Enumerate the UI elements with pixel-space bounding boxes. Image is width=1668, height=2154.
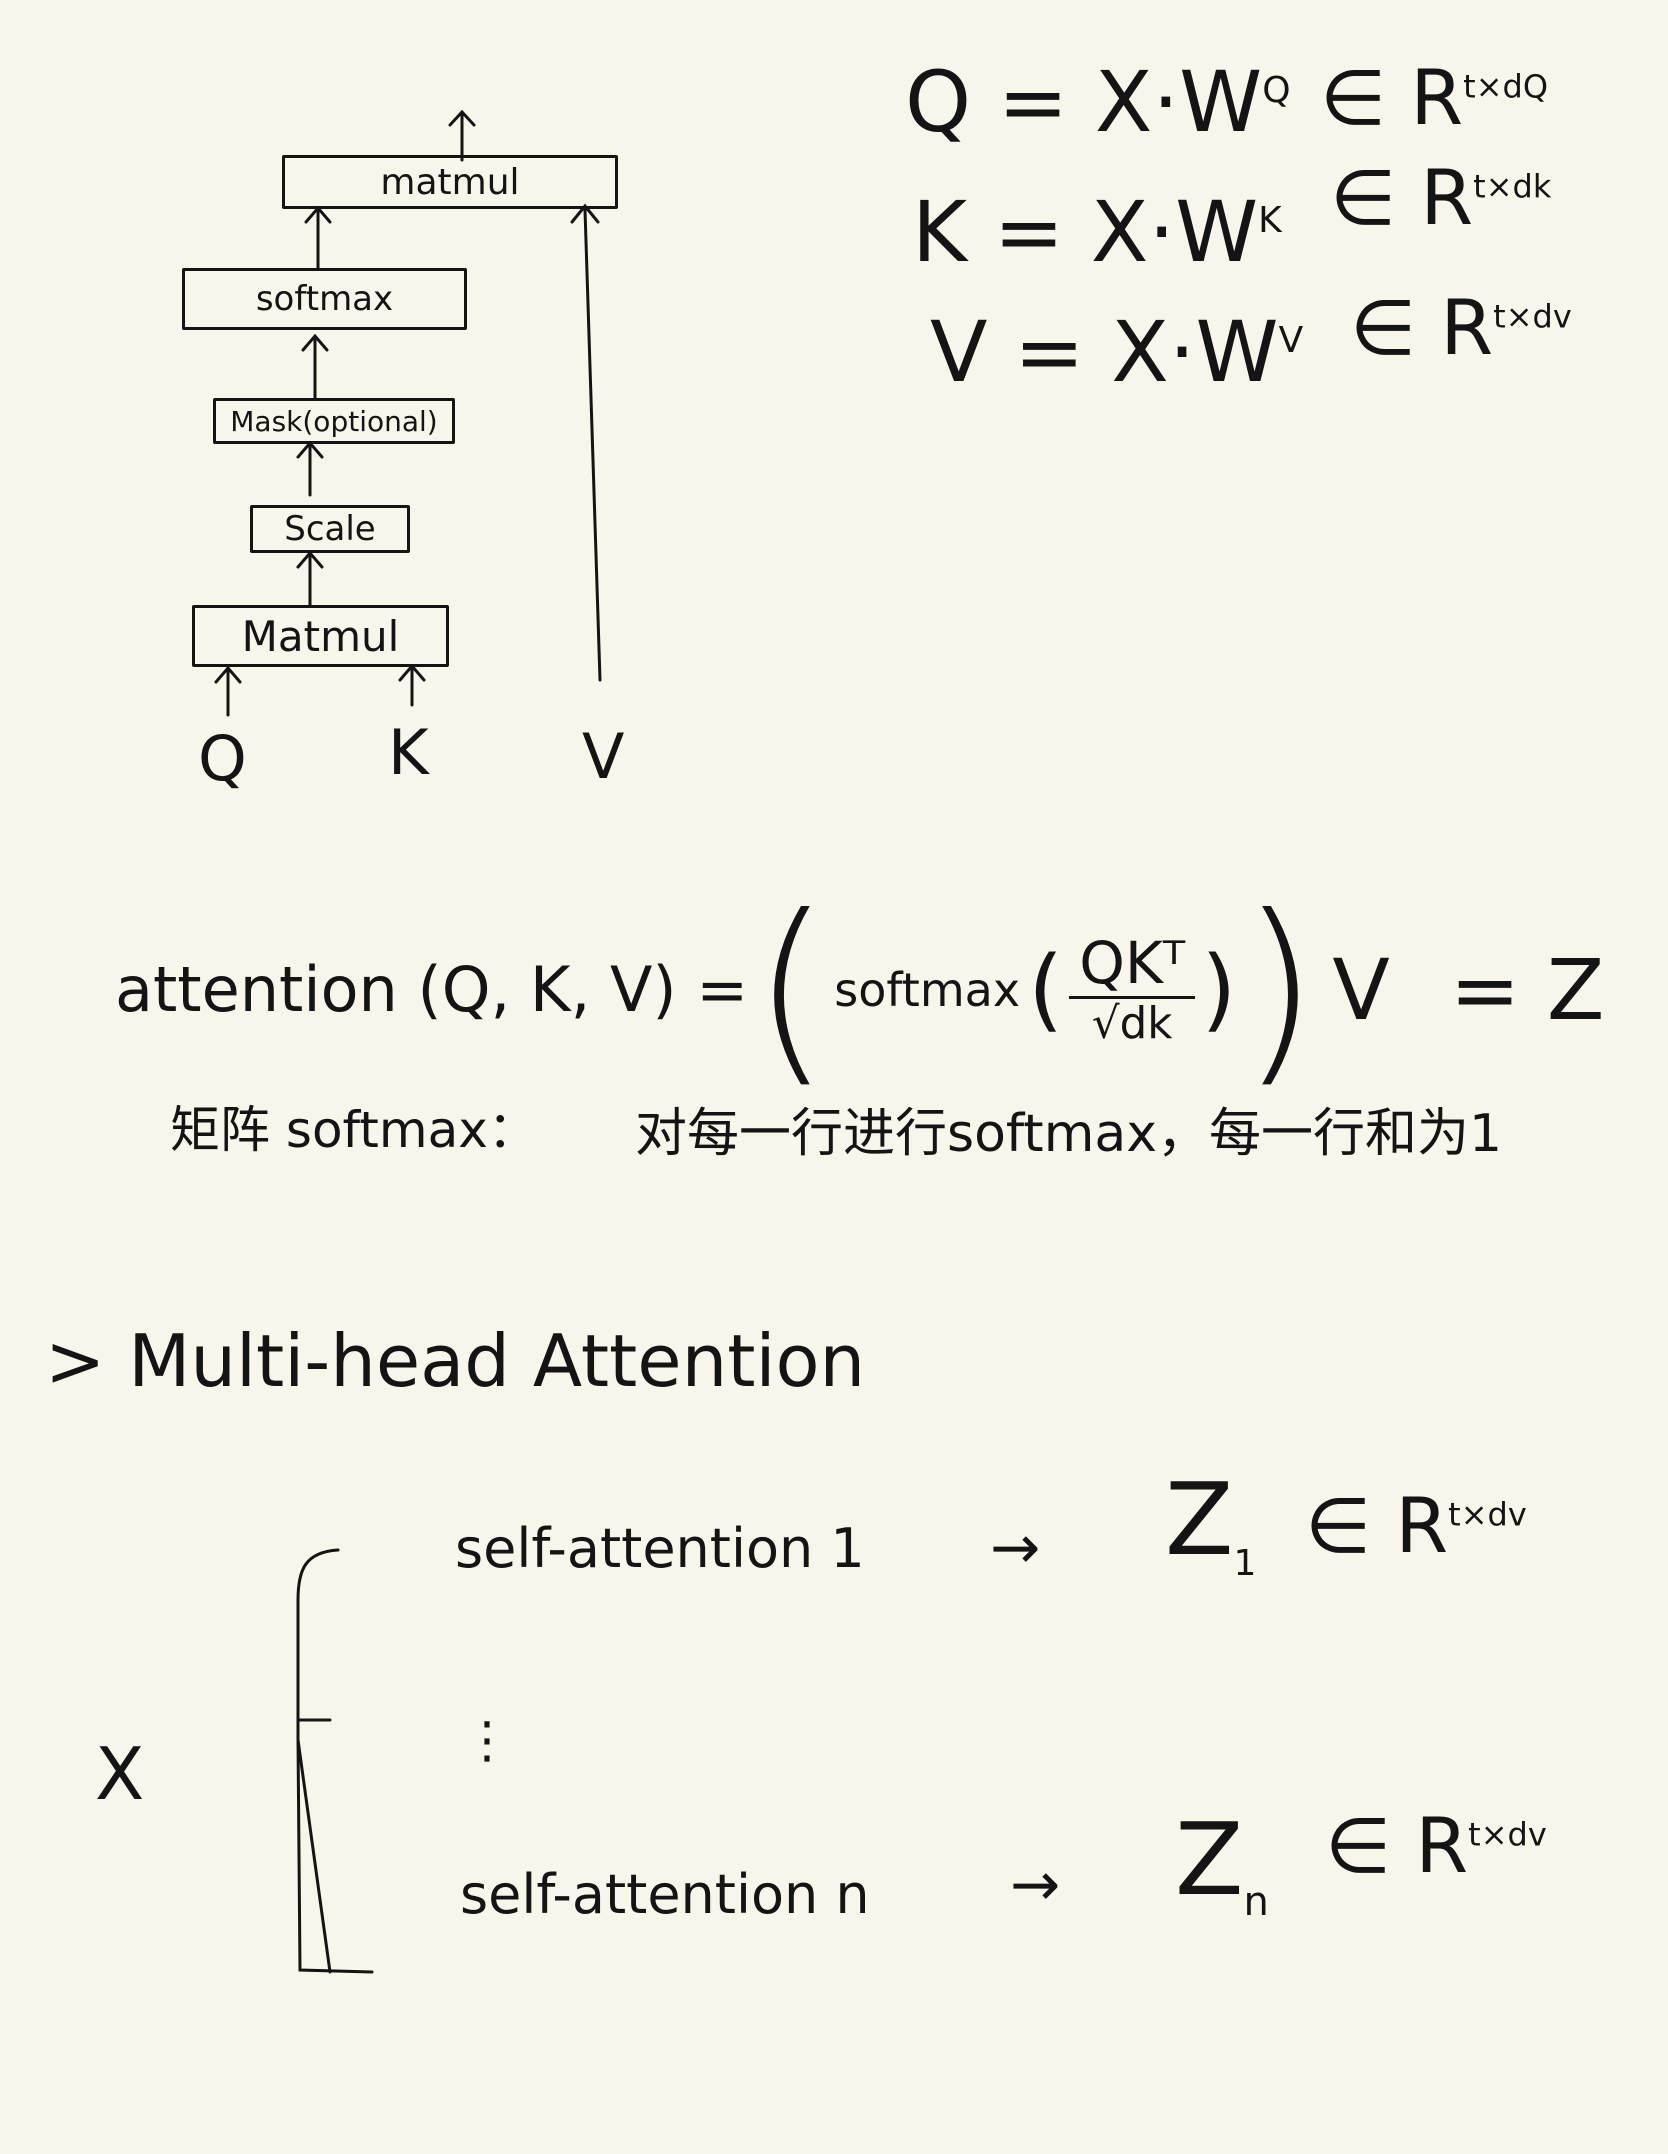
head1-dim: t×dv <box>1448 1495 1527 1534</box>
attention-softmax: softmax <box>834 963 1021 1017</box>
headn-label: self-attention n <box>460 1863 870 1926</box>
headn-output: Zn <box>1175 1810 1269 1923</box>
equation-k: K = X·WK <box>912 190 1282 274</box>
mask-box-label: Mask(optional) <box>230 404 438 438</box>
headn-dim: t×dv <box>1468 1815 1547 1854</box>
headn-space: ∈ Rt×dv <box>1325 1808 1547 1884</box>
equation-k-lhs: K = X·W <box>912 183 1259 281</box>
equation-q-space: ∈ Rt×dQ <box>1320 60 1548 136</box>
attention-v: V <box>1332 941 1390 1039</box>
equation-k-sup: K <box>1258 200 1282 241</box>
equation-v-sup: V <box>1278 320 1304 361</box>
matmul-bottom-label: Matmul <box>241 611 400 661</box>
scale-box-label: Scale <box>284 509 376 549</box>
attention-equals-z: = Z <box>1449 941 1605 1039</box>
equation-v-in: ∈ R <box>1350 283 1494 372</box>
matmul-bottom-box: Matmul <box>192 605 449 667</box>
head1-z: Z <box>1165 1461 1234 1578</box>
softmax-note-label: 矩阵 softmax： <box>170 1101 538 1159</box>
head1-subscript: 1 <box>1233 1543 1257 1584</box>
headn-subscript: n <box>1243 1879 1269 1925</box>
headn-z: Z <box>1175 1801 1244 1918</box>
softmax-note-text: 对每一行进行softmax，每一行和为1 <box>635 1104 1503 1164</box>
head1-space: ∈ Rt×dv <box>1305 1488 1527 1564</box>
mask-box: Mask(optional) <box>213 398 455 444</box>
equation-q-in: ∈ R <box>1320 53 1464 142</box>
input-q-label: Q <box>198 722 247 795</box>
input-k-label: K <box>388 716 429 789</box>
attention-numerator: QKᵀ <box>1069 934 1196 999</box>
equation-q: Q = X·WQ <box>905 60 1291 144</box>
scale-box: Scale <box>250 505 410 553</box>
head1-output: Z1 <box>1165 1470 1256 1582</box>
input-v-label: V <box>582 720 625 793</box>
head1-in: ∈ R <box>1305 1481 1449 1570</box>
equation-q-dim: t×dQ <box>1463 67 1549 106</box>
headn-in: ∈ R <box>1325 1801 1469 1890</box>
equation-k-in: ∈ R <box>1330 153 1474 242</box>
matmul-top-box: matmul <box>282 155 618 209</box>
headn-arrow: → <box>1010 1850 1061 1920</box>
head1-label: self-attention 1 <box>455 1517 865 1580</box>
big-left-paren: ( <box>752 873 831 1106</box>
equation-v-lhs: V = X·W <box>930 303 1279 401</box>
equation-k-dim: t×dk <box>1473 167 1552 206</box>
v-input-line <box>583 208 602 682</box>
equation-q-sup: Q <box>1262 70 1291 111</box>
attention-denominator: √dk <box>1091 998 1173 1049</box>
softmax-box-label: softmax <box>255 279 394 319</box>
small-left-paren: ( <box>1028 937 1064 1042</box>
attention-fraction: QKᵀ √dk <box>1069 934 1196 1049</box>
heads-ellipsis: ⋮ <box>462 1711 512 1769</box>
matmul-top-label: matmul <box>380 161 520 203</box>
softmax-box: softmax <box>182 268 467 330</box>
equation-v-dim: t×dv <box>1493 297 1572 336</box>
big-right-paren: ) <box>1240 873 1319 1106</box>
multihead-brace <box>296 1548 374 1974</box>
equation-v: V = X·WV <box>930 310 1303 394</box>
equation-v-space: ∈ Rt×dv <box>1350 290 1572 366</box>
equation-k-space: ∈ Rt×dk <box>1330 160 1551 236</box>
attention-lhs: attention (Q, K, V) = <box>115 953 749 1026</box>
attention-formula: attention (Q, K, V) = ( softmax ( QKᵀ √d… <box>115 873 1605 1106</box>
small-right-paren: ) <box>1201 937 1237 1042</box>
head1-arrow: → <box>990 1513 1041 1583</box>
multihead-x-label: X <box>95 1732 145 1816</box>
multihead-heading: > Multi-head Attention <box>45 1319 866 1403</box>
equation-q-lhs: Q = X·W <box>905 53 1263 151</box>
